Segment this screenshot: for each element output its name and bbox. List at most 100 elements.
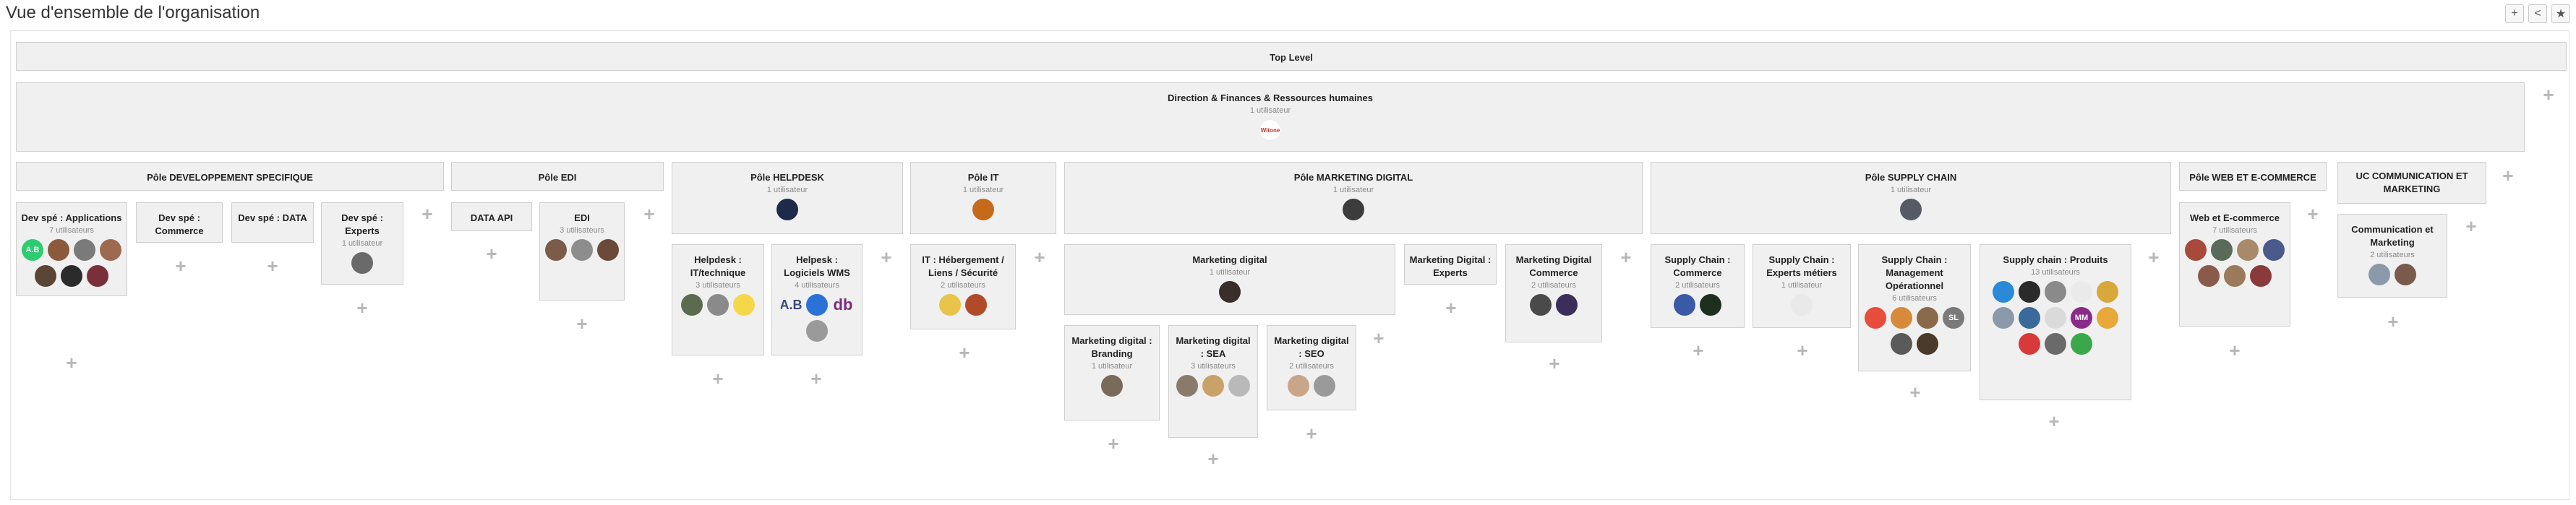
user-avatar — [1219, 281, 1241, 303]
node-user-count: 2 utilisateurs — [1531, 281, 1576, 290]
add-child-button[interactable]: + — [1445, 297, 1457, 319]
org-node-team-supply-produits[interactable]: Supply chain : Produits 13 utilisateurs … — [1980, 244, 2131, 400]
star-icon[interactable]: ★ — [2551, 4, 2570, 23]
add-child-button[interactable]: + — [2465, 215, 2477, 237]
org-node-team-edi[interactable]: EDI 3 utilisateurs — [539, 202, 625, 301]
org-node-team-marketing-commerce[interactable]: Marketing Digital Commerce 2 utilisateur… — [1505, 244, 1602, 342]
org-node-pole-marketing[interactable]: Pôle MARKETING DIGITAL 1 utilisateur — [1064, 162, 1643, 234]
plus-icon[interactable]: + — [2505, 4, 2524, 23]
user-avatar — [571, 239, 593, 261]
user-avatar: A.B — [22, 239, 43, 261]
user-avatar — [2045, 281, 2066, 303]
share-icon[interactable]: < — [2528, 4, 2547, 23]
org-node-pole-helpdesk[interactable]: Pôle HELPDESK 1 utilisateur — [672, 162, 903, 234]
add-child-button[interactable]: + — [1549, 353, 1560, 374]
org-node-team-data-api[interactable]: DATA API — [451, 202, 532, 231]
user-avatar — [1900, 199, 1922, 220]
org-node-top-level[interactable]: Top Level — [16, 42, 2567, 71]
org-node-pole-edi[interactable]: Pôle EDI — [451, 162, 664, 191]
node-title: Marketing Digital : Experts — [1409, 254, 1492, 278]
node-user-count: 1 utilisateur — [1091, 362, 1133, 371]
add-child-button[interactable]: + — [1909, 381, 1921, 403]
add-child-button[interactable]: + — [1797, 340, 1808, 361]
add-child-button[interactable]: + — [1108, 433, 1119, 454]
user-avatar — [1891, 307, 1912, 329]
add-child-button[interactable]: + — [1306, 423, 1317, 444]
add-child-button[interactable]: + — [356, 297, 368, 319]
add-child-button[interactable]: + — [1693, 340, 1704, 361]
org-node-pole-web[interactable]: Pôle WEB ET E-COMMERCE — [2179, 162, 2327, 191]
add-child-button[interactable]: + — [1207, 448, 1219, 470]
org-node-team-dev-applications[interactable]: Dev spé : Applications 7 utilisateurs A.… — [16, 202, 127, 296]
user-avatar — [806, 294, 828, 316]
add-child-button[interactable]: + — [2502, 165, 2514, 186]
add-child-button[interactable]: + — [486, 243, 497, 264]
node-user-count: 3 utilisateurs — [560, 226, 604, 235]
add-child-button[interactable]: + — [2387, 311, 2399, 332]
add-child-button[interactable]: + — [175, 255, 187, 277]
user-avatar — [965, 294, 987, 316]
org-node-team-marketing-seo[interactable]: Marketing digital : SEO 2 utilisateurs — [1267, 325, 1356, 410]
add-child-button[interactable]: + — [267, 255, 278, 277]
user-avatar — [1917, 307, 1938, 329]
add-child-button[interactable]: + — [422, 203, 433, 225]
add-child-button[interactable]: + — [2148, 246, 2160, 268]
user-avatar — [1993, 281, 2014, 303]
user-avatar — [1530, 294, 1552, 316]
node-title: Pôle SUPPLY CHAIN — [1865, 172, 1957, 183]
node-title: IT : Hébergement / Liens / Sécurité — [922, 254, 1004, 278]
node-user-count: 3 utilisateurs — [1191, 362, 1236, 371]
org-node-team-marketing-branding[interactable]: Marketing digital : Branding 1 utilisate… — [1064, 325, 1160, 420]
user-avatar: SL — [1943, 307, 1964, 329]
org-node-team-communication[interactable]: Communication et Marketing 2 utilisateur… — [2337, 214, 2447, 298]
user-avatar — [74, 239, 95, 261]
user-avatar — [1700, 294, 1721, 316]
add-child-button[interactable]: + — [881, 246, 892, 268]
add-child-button[interactable]: + — [66, 352, 77, 374]
add-child-button[interactable]: + — [810, 368, 822, 389]
org-node-pole-it[interactable]: Pôle IT 1 utilisateur — [910, 162, 1056, 234]
user-avatar — [2263, 239, 2285, 261]
org-node-team-dev-experts[interactable]: Dev spé : Experts 1 utilisateur — [321, 202, 403, 285]
node-title: Marketing digital : SEO — [1274, 335, 1349, 359]
org-node-team-supply-management[interactable]: Supply Chain : Management Opérationnel 6… — [1858, 244, 1971, 371]
node-title: Marketing Digital Commerce — [1515, 254, 1592, 278]
user-avatar — [545, 239, 567, 261]
node-title: Supply Chain : Experts métiers — [1766, 254, 1837, 278]
node-user-count: 1 utilisateur — [962, 186, 1004, 194]
org-node-direction[interactable]: Direction & Finances & Ressources humain… — [16, 82, 2525, 152]
node-user-count: 1 utilisateur — [1209, 268, 1251, 277]
add-child-button[interactable]: + — [2543, 84, 2554, 105]
add-child-button[interactable]: + — [643, 203, 655, 225]
add-child-button[interactable]: + — [1620, 246, 1632, 268]
user-avatar — [681, 294, 703, 316]
org-node-team-marketing-experts[interactable]: Marketing Digital : Experts — [1404, 244, 1497, 285]
org-node-team-dev-commerce[interactable]: Dev spé : Commerce — [136, 202, 223, 243]
add-child-button[interactable]: + — [1034, 246, 1045, 268]
user-avatar — [1993, 307, 2014, 329]
org-node-team-helpdesk-wms[interactable]: Helpesk : Logiciels WMS 4 utilisateurs A… — [771, 244, 863, 355]
add-child-button[interactable]: + — [2307, 203, 2319, 225]
org-node-team-web-ecommerce[interactable]: Web et E-commerce 7 utilisateurs — [2179, 202, 2290, 327]
add-child-button[interactable]: + — [2229, 340, 2241, 361]
org-node-team-it-hosting[interactable]: IT : Hébergement / Liens / Sécurité 2 ut… — [910, 244, 1016, 329]
user-avatar: MM — [2071, 307, 2092, 329]
org-node-team-marketing-sea[interactable]: Marketing digital : SEA 3 utilisateurs — [1168, 325, 1258, 438]
add-child-button[interactable]: + — [1373, 327, 1385, 349]
add-child-button[interactable]: + — [2048, 410, 2060, 432]
org-node-team-helpdesk-it[interactable]: Helpdesk : IT/technique 3 utilisateurs — [672, 244, 764, 355]
user-avatar — [1101, 375, 1123, 397]
add-child-button[interactable]: + — [959, 342, 970, 363]
org-node-team-dev-data[interactable]: Dev spé : DATA — [231, 202, 314, 243]
org-node-team-supply-commerce[interactable]: Supply Chain : Commerce 2 utilisateurs — [1651, 244, 1745, 328]
node-user-count: 3 utilisateurs — [696, 281, 740, 290]
add-child-button[interactable]: + — [576, 313, 588, 334]
org-node-pole-supply[interactable]: Pôle SUPPLY CHAIN 1 utilisateur — [1651, 162, 2171, 234]
org-node-pole-uc[interactable]: UC COMMUNICATION ET MARKETING — [2337, 162, 2486, 204]
user-avatar — [1288, 375, 1309, 397]
org-node-pole-dev[interactable]: Pôle DEVELOPPEMENT SPECIFIQUE — [16, 162, 444, 191]
add-child-button[interactable]: + — [712, 368, 724, 389]
node-user-count: 7 utilisateurs — [2212, 226, 2257, 235]
org-node-team-marketing-digital[interactable]: Marketing digital 1 utilisateur — [1064, 244, 1395, 315]
org-node-team-supply-experts[interactable]: Supply Chain : Experts métiers 1 utilisa… — [1753, 244, 1851, 328]
